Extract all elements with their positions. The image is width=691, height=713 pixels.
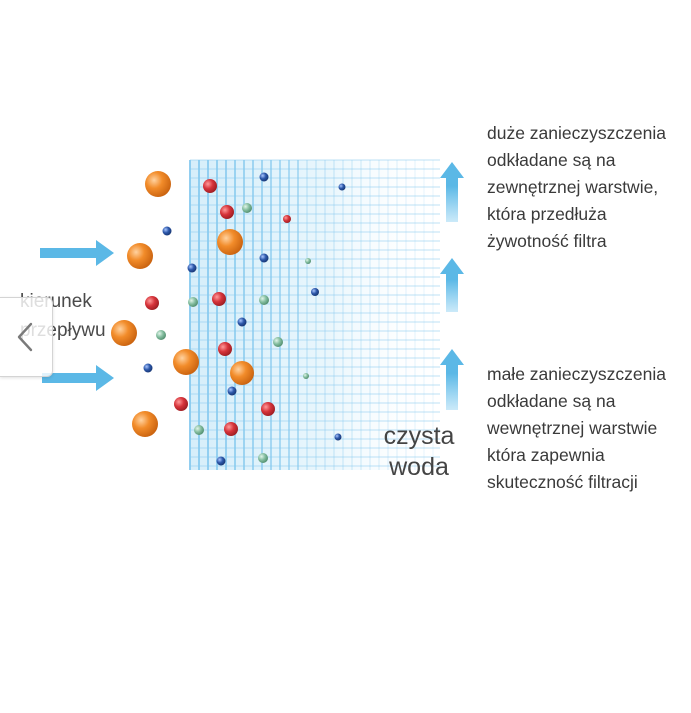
- flow-arrow-upper: [40, 240, 114, 266]
- particle-tiny: [162, 226, 172, 236]
- particle-tiny: [311, 288, 319, 296]
- particle-medium: [261, 402, 275, 416]
- caption-line: duże zanieczyszczenia: [487, 123, 666, 143]
- large-contaminants-caption: duże zanieczyszczenia odkładane są na ze…: [487, 120, 666, 255]
- caption-line: zewnętrznej warstwie,: [487, 177, 659, 197]
- particle-tiny: [338, 183, 346, 191]
- particle-tiny: [259, 253, 269, 263]
- particle-medium: [174, 397, 188, 411]
- particle-large: [127, 243, 153, 269]
- particle-small: [194, 425, 204, 435]
- caption-line: która zapewnia: [487, 445, 605, 465]
- particle-medium: [283, 215, 291, 223]
- up-arrow-2: [440, 258, 464, 312]
- particle-small: [258, 453, 268, 463]
- particle-tiny: [143, 363, 153, 373]
- particle-small: [188, 297, 198, 307]
- caption-line: która przedłuża: [487, 204, 607, 224]
- caption-line: odkładane są na: [487, 150, 616, 170]
- particle-small: [305, 258, 311, 264]
- particle-tiny: [227, 386, 237, 396]
- flow-arrows: [40, 240, 114, 391]
- particle-medium: [218, 342, 232, 356]
- particle-medium: [145, 296, 159, 310]
- particle-large: [132, 411, 158, 437]
- caption-line: żywotność filtra: [487, 231, 607, 251]
- particles: [111, 171, 346, 466]
- particle-medium: [220, 205, 234, 219]
- particle-large: [173, 349, 199, 375]
- caption-line: skuteczność filtracji: [487, 472, 638, 492]
- up-arrow-3: [440, 349, 464, 410]
- gallery-prev-button[interactable]: [0, 297, 53, 377]
- particle-tiny: [187, 263, 197, 273]
- particle-small: [156, 330, 166, 340]
- particle-large: [217, 229, 243, 255]
- caption-line: wewnętrznej warstwie: [487, 418, 658, 438]
- particle-tiny: [259, 172, 269, 182]
- particle-medium: [203, 179, 217, 193]
- particle-tiny: [334, 433, 342, 441]
- caption-line: małe zanieczyszczenia: [487, 364, 666, 384]
- particle-small: [303, 373, 309, 379]
- particle-tiny: [216, 456, 226, 466]
- caption-line: odkładane są na: [487, 391, 616, 411]
- particle-medium: [212, 292, 226, 306]
- particle-large: [230, 361, 254, 385]
- chevron-left-icon: [17, 322, 33, 352]
- filter-mesh: [189, 159, 440, 470]
- particle-tiny: [237, 317, 247, 327]
- clean-water-label: czysta woda: [380, 421, 458, 483]
- particle-large: [145, 171, 171, 197]
- small-contaminants-caption: małe zanieczyszczenia odkładane są na we…: [487, 361, 666, 496]
- particle-large: [111, 320, 137, 346]
- particle-small: [242, 203, 252, 213]
- particle-small: [259, 295, 269, 305]
- clean-water-arrows: [440, 162, 464, 410]
- flow-arrow-lower: [42, 365, 114, 391]
- clean-label-line: czysta: [383, 422, 455, 450]
- up-arrow-1: [440, 162, 464, 222]
- clean-label-line: woda: [389, 453, 449, 481]
- particle-medium: [224, 422, 238, 436]
- particle-small: [273, 337, 283, 347]
